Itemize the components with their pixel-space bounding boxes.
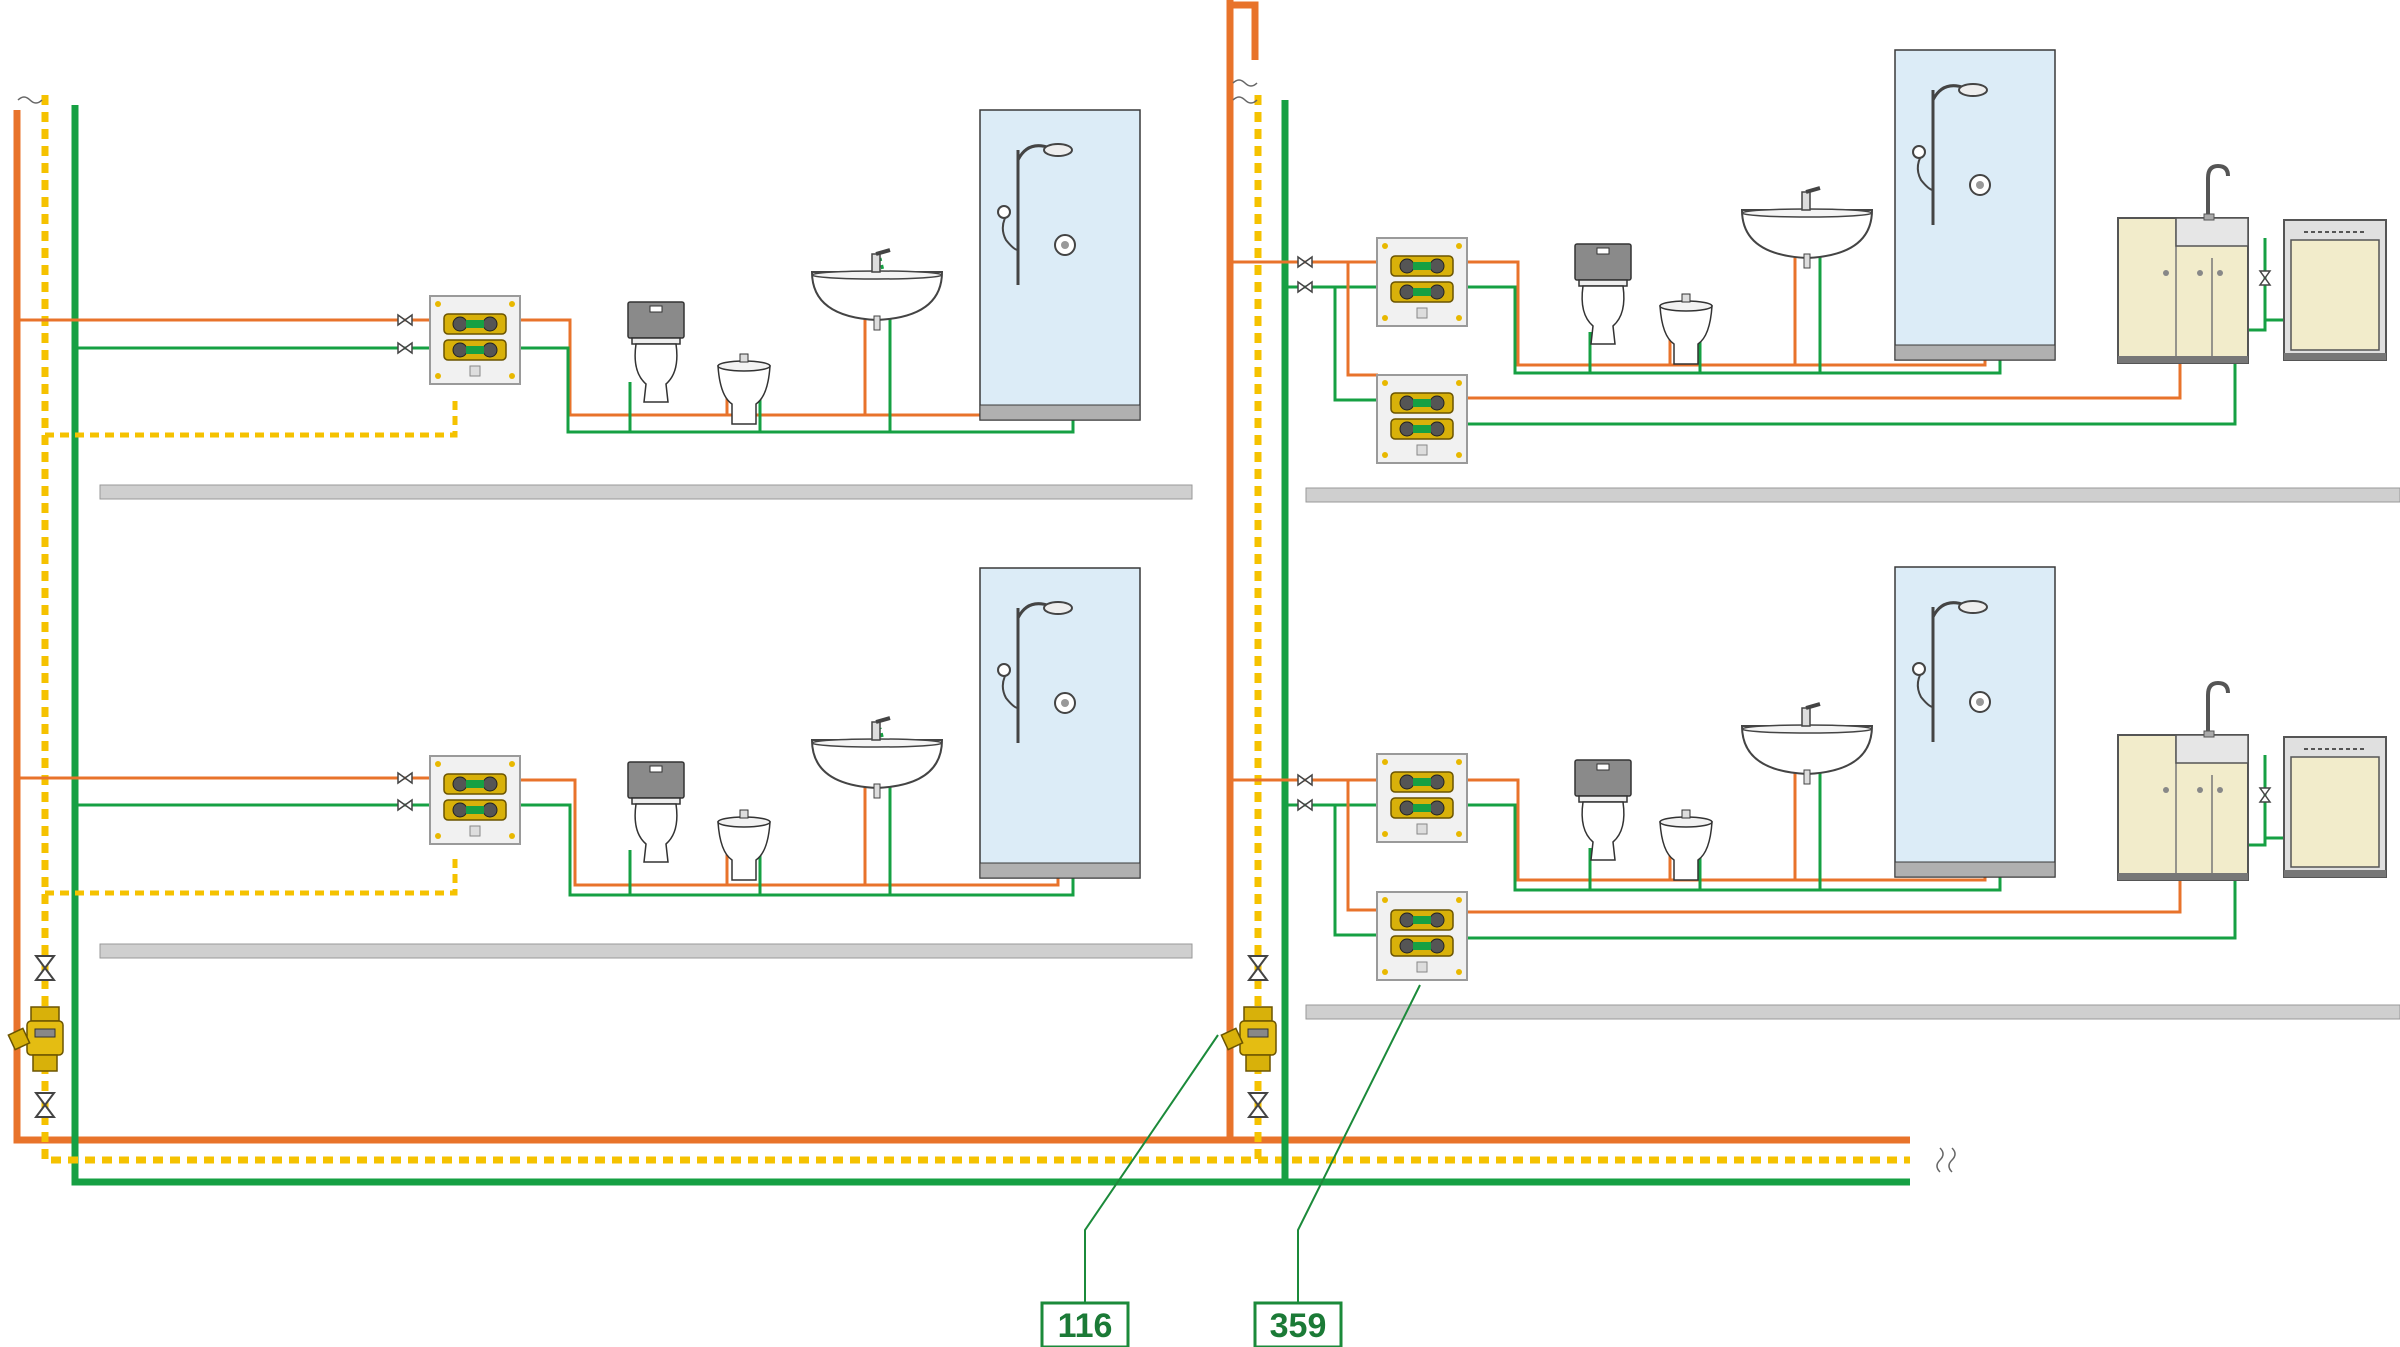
reference-label-359: 359: [1253, 1301, 1343, 1347]
label-text: 116: [1058, 1307, 1113, 1345]
dishwasher-icon: [2283, 219, 2387, 361]
shutoff-valve-icon: [35, 955, 55, 981]
manifold-icon: [1376, 374, 1468, 464]
shower-icon: [1893, 565, 2057, 879]
washbasin-icon: [810, 716, 944, 800]
bidet-icon: [1659, 809, 1713, 881]
manifold-icon: [1376, 891, 1468, 981]
manifold-icon: [429, 295, 521, 385]
bidet-icon: [1659, 293, 1713, 365]
main-pipes: [13, 0, 1910, 1186]
toilet-icon: [627, 761, 685, 863]
dishwasher-icon: [2283, 736, 2387, 878]
reference-label-116: 116: [1040, 1301, 1130, 1347]
washbasin-icon: [1740, 186, 1874, 270]
washbasin-icon: [810, 248, 944, 332]
riser-valves: [7, 955, 1277, 1118]
manifold-icon: [429, 755, 521, 845]
shutoff-valve-icon: [1248, 955, 1268, 981]
shower-icon: [978, 566, 1142, 880]
kitchen-sink-icon: [2116, 681, 2250, 882]
shower-icon: [1893, 48, 2057, 362]
toilet-icon: [1574, 759, 1632, 861]
shutoff-valve-icon: [1248, 1092, 1268, 1118]
floor-slabs: [99, 484, 2400, 1020]
shower-icon: [978, 108, 1142, 422]
shutoff-valve-icon: [35, 1092, 55, 1118]
manifold-icon: [1376, 753, 1468, 843]
kitchen-sink-icon: [2116, 164, 2250, 365]
leader-lines: [1084, 984, 1421, 1303]
left-lower-apartment: [17, 705, 1075, 897]
toilet-icon: [1574, 243, 1632, 345]
washbasin-icon: [1740, 702, 1874, 786]
toilet-icon: [627, 301, 685, 403]
label-text: 359: [1270, 1307, 1327, 1345]
manifold-icon: [1376, 237, 1468, 327]
